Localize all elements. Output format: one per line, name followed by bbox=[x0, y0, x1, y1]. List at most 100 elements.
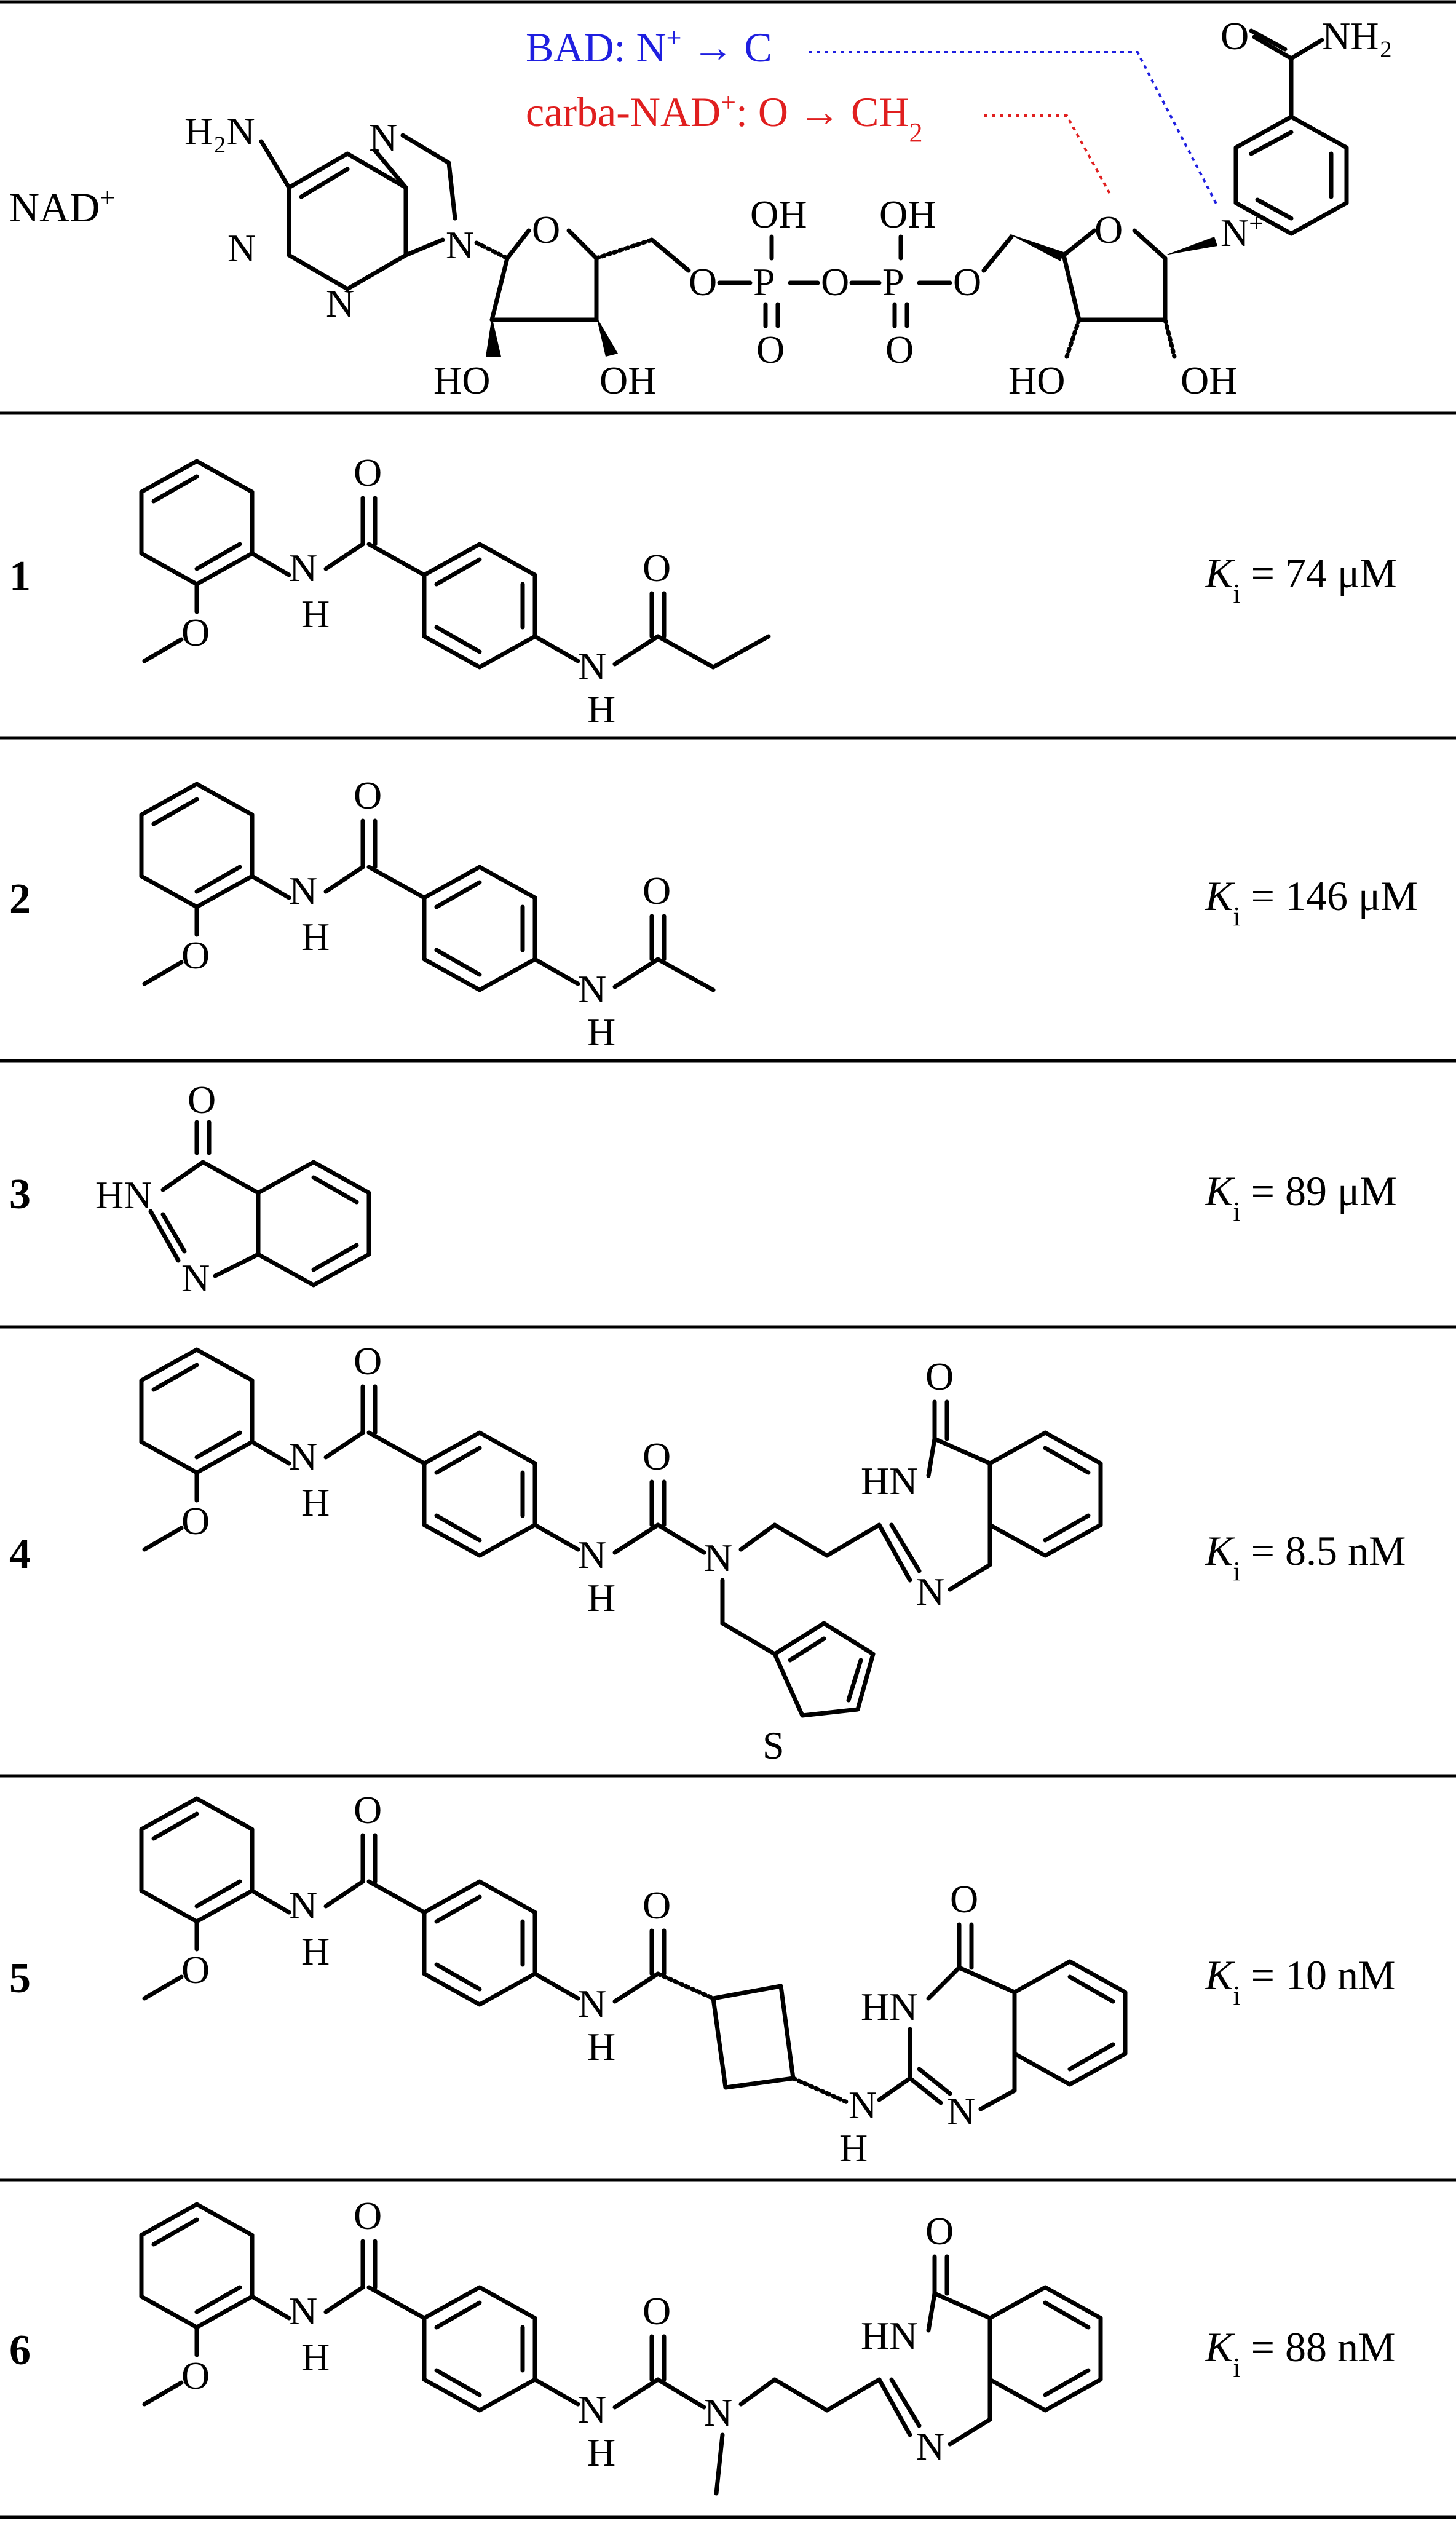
atom-h: H bbox=[301, 1929, 330, 1973]
atom-n-plus: N+ bbox=[1221, 210, 1264, 255]
row-2-ki: Ki = 146 μM bbox=[1205, 873, 1418, 932]
compound-5-structure: N H O O N H O N H bbox=[139, 1788, 1128, 2170]
row-6: 6 N H O O N H O bbox=[9, 2194, 1395, 2496]
atom-nh2: NH₂ bbox=[1322, 14, 1393, 58]
atom-o-carbonyl: O bbox=[354, 1788, 382, 1832]
atom-o-methoxy: O bbox=[181, 1948, 210, 1992]
atom-p2: P bbox=[882, 260, 904, 304]
compound-1-structure: N H O O N H O bbox=[139, 451, 771, 731]
atom-h: H bbox=[301, 2335, 330, 2379]
atom-o-acyl: O bbox=[643, 546, 671, 590]
atom-n9: N bbox=[446, 223, 474, 267]
atom-oh-p1: OH bbox=[750, 192, 807, 236]
atom-o-urea: O bbox=[643, 2289, 671, 2333]
row-3-ki: Ki = 89 μM bbox=[1205, 1168, 1397, 1227]
atom-o-amide: O bbox=[643, 1883, 671, 1927]
compound-3-structure: O HN N bbox=[95, 1078, 371, 1300]
atom-oh-1: OH bbox=[599, 358, 656, 402]
atom-h-amide: H bbox=[587, 2025, 615, 2068]
atom-o-ring2: O bbox=[1094, 208, 1123, 251]
atom-n-urea: N bbox=[704, 2391, 732, 2434]
row-5: 5 N H O O N H O bbox=[9, 1788, 1395, 2170]
pointer-bad bbox=[809, 51, 1219, 207]
atom-nh2: N bbox=[578, 967, 606, 1011]
atom-h-urea: H bbox=[587, 2431, 615, 2474]
atom-nh: N bbox=[289, 1883, 317, 1927]
atom-h-urea: H bbox=[587, 1576, 615, 1620]
atom-h: H bbox=[301, 1481, 330, 1524]
atom-hn-q: HN bbox=[861, 1985, 917, 2028]
row-2-label: 2 bbox=[9, 876, 31, 923]
atom-n-q: N bbox=[947, 2089, 975, 2133]
atom-nh-link: N bbox=[849, 2083, 877, 2127]
atom-o-methoxy: O bbox=[181, 2354, 210, 2397]
atom-hn-q: HN bbox=[861, 1459, 917, 1503]
atom-oh-2: OH bbox=[1181, 358, 1237, 402]
atom-nh-urea: N bbox=[578, 2388, 606, 2431]
row-6-label: 6 bbox=[9, 2327, 31, 2374]
atom-o-acyl: O bbox=[643, 869, 671, 912]
row-5-ki: Ki = 10 nM bbox=[1205, 1952, 1395, 2011]
atom-o-q: O bbox=[925, 2209, 954, 2253]
atom-o-ring1: O bbox=[532, 208, 560, 251]
atom-nh: N bbox=[289, 869, 317, 912]
atom-hn: HN bbox=[95, 1173, 152, 1217]
atom-o-bridge: O bbox=[821, 260, 849, 304]
atom-p1: P bbox=[753, 260, 775, 304]
atom-o-urea: O bbox=[643, 1435, 671, 1478]
nad-structure: NAD+ BAD: N+ → C carba-NAD+: O → CH2 H₂N… bbox=[9, 14, 1393, 402]
atom-nh-amide: N bbox=[578, 1982, 606, 2025]
atom-n-q: N bbox=[916, 1570, 944, 1613]
atom-o-p1: O bbox=[756, 328, 785, 371]
pointer-carba bbox=[984, 114, 1111, 194]
atom-h-link: H bbox=[839, 2126, 868, 2170]
atom-nh2: N bbox=[578, 644, 606, 688]
atom-hn-q: HN bbox=[861, 2314, 917, 2357]
atom-h: H bbox=[301, 592, 330, 636]
atom-nh: N bbox=[289, 2289, 317, 2333]
row-3: 3 O HN N Ki = 89 μM bbox=[9, 1078, 1397, 1300]
atom-o-amide: O bbox=[1221, 14, 1249, 58]
row-1-ki: Ki = 74 μM bbox=[1205, 550, 1397, 609]
row-1: 1 N H O O N bbox=[9, 451, 1397, 731]
atom-o-link1: O bbox=[689, 260, 717, 304]
row-6-ki: Ki = 88 nM bbox=[1205, 2324, 1395, 2383]
atom-nh-urea: N bbox=[578, 1533, 606, 1577]
compound-2-structure: N H O O N H O bbox=[139, 774, 716, 1054]
row-2: 2 N H O O N H O bbox=[9, 774, 1418, 1054]
atom-o: O bbox=[188, 1078, 216, 1122]
atom-o-p2: O bbox=[885, 328, 914, 371]
atom-n3: N bbox=[326, 282, 354, 325]
atom-o-methoxy: O bbox=[181, 933, 210, 977]
note-bad: BAD: N+ → C bbox=[526, 23, 772, 71]
atom-h2: H bbox=[587, 687, 615, 731]
row-3-label: 3 bbox=[9, 1171, 31, 1218]
compound-4-structure: N H O O N H O N bbox=[139, 1339, 1103, 1767]
atom-n7: N bbox=[369, 116, 397, 159]
atom-s: S bbox=[762, 1724, 785, 1767]
row-4-ki: Ki = 8.5 nM bbox=[1205, 1527, 1406, 1586]
atom-ho-1: HO bbox=[433, 358, 490, 402]
atom-n-urea: N bbox=[704, 1536, 732, 1580]
atom-oh-p2: OH bbox=[879, 192, 936, 236]
row-5-label: 5 bbox=[9, 1955, 31, 2002]
atom-o-q: O bbox=[950, 1877, 978, 1921]
atom-o-methoxy: O bbox=[181, 611, 210, 654]
atom-o-carbonyl: O bbox=[354, 451, 382, 494]
atom-n1: N bbox=[228, 226, 256, 270]
compound-6-structure: N H O O N H O N HN bbox=[139, 2194, 1103, 2496]
row-4: 4 N H O O N H O bbox=[9, 1339, 1406, 1767]
row-4-label: 4 bbox=[9, 1530, 31, 1578]
atom-nh: N bbox=[289, 1435, 317, 1478]
atom-o-carbonyl: O bbox=[354, 1339, 382, 1383]
atom-o-q: O bbox=[925, 1355, 954, 1398]
atom-o-link2: O bbox=[953, 260, 981, 304]
atom-h2n: H₂N bbox=[184, 109, 255, 153]
atom-o-carbonyl: O bbox=[354, 2194, 382, 2238]
row-1-label: 1 bbox=[9, 553, 31, 600]
atom-h: H bbox=[301, 915, 330, 959]
note-carba: carba-NAD+: O → CH2 bbox=[526, 87, 922, 148]
atom-nh: N bbox=[289, 546, 317, 590]
